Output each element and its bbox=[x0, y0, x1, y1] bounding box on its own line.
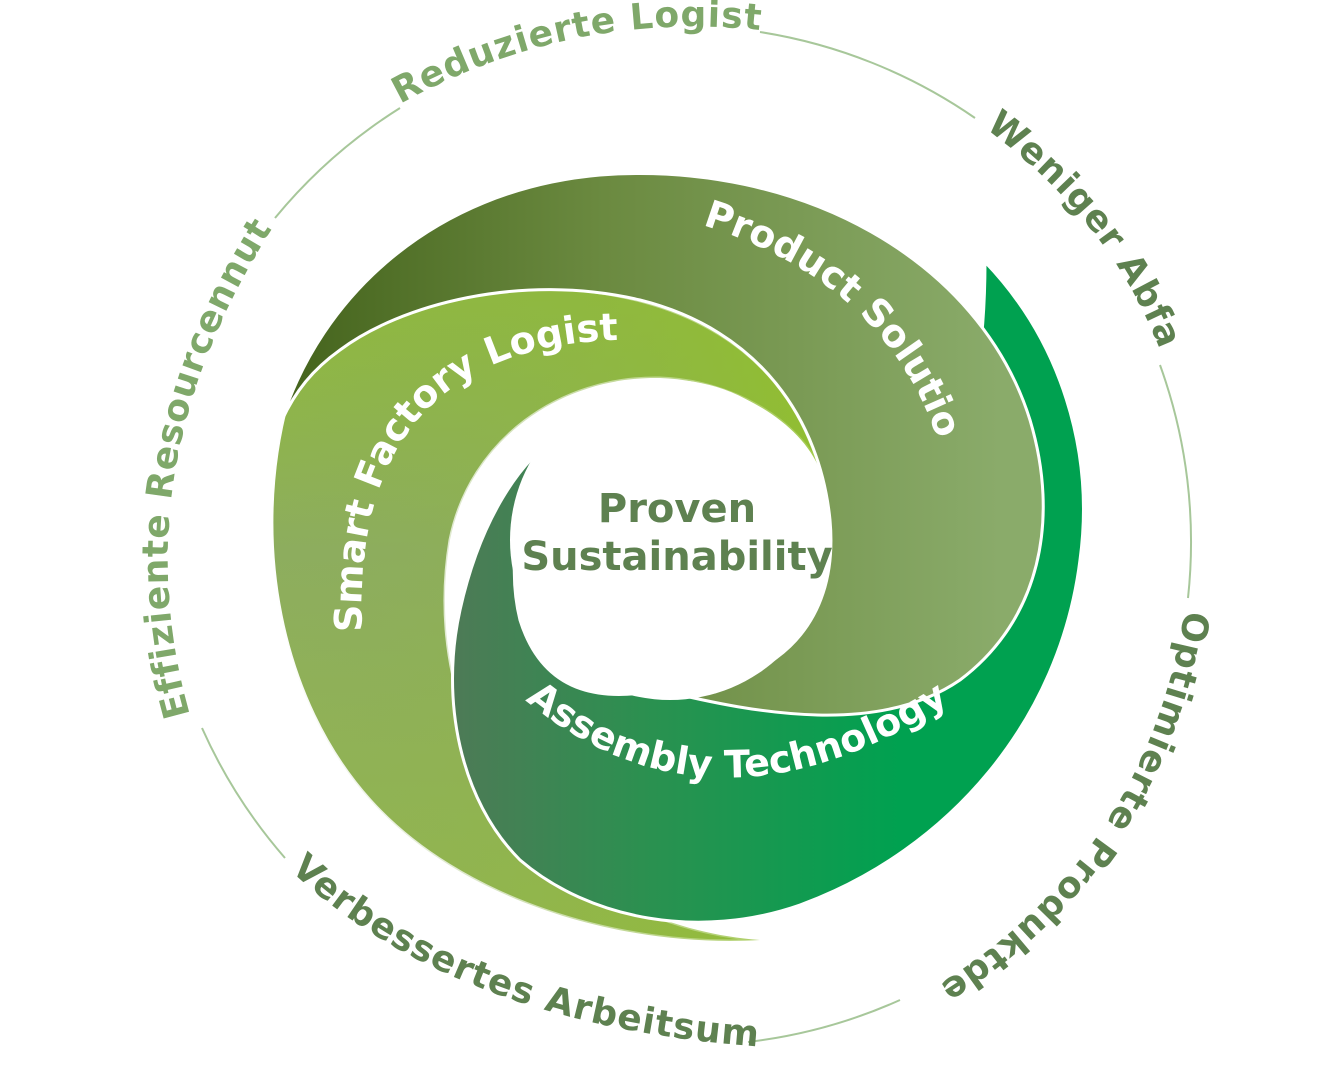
center-title-line2: Sustainability bbox=[521, 534, 832, 580]
center-circle bbox=[510, 380, 830, 700]
benefit-effiziente-resourcennutzung: Effiziente Resourcennutzung bbox=[0, 0, 280, 723]
benefit-reduzierte-logistik: Reduzierte Logistik bbox=[0, 0, 764, 112]
outer-ring bbox=[201, 31, 1193, 1043]
center-title-line1: Proven bbox=[598, 486, 756, 532]
band-product-solutions bbox=[280, 172, 1045, 717]
